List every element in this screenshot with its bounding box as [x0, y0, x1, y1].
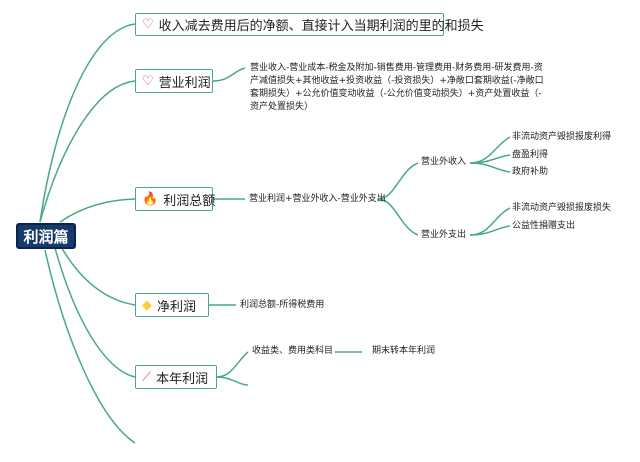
connector: [212, 67, 246, 82]
root-node[interactable]: 利润篇: [16, 223, 76, 249]
branch-definition[interactable]: ♡ 收入减去费用后的净额、直接计入当期利润的里的和损失: [135, 13, 484, 36]
current-year-target: 期末转本年利润: [372, 346, 436, 356]
branch-net-profit[interactable]: ◆ 净利润: [135, 293, 209, 317]
branch-label: 收入减去费用后的净额、直接计入当期利润的里的和损失: [158, 19, 484, 34]
expense-item: 非流动资产毁损报废损失: [512, 203, 612, 213]
heart-icon: ♡: [142, 17, 154, 32]
connector: [54, 247, 136, 378]
income-item: 政府补助: [512, 167, 549, 177]
sub-branch-non-operating-expense: 营业外支出: [421, 230, 467, 240]
connector: [44, 249, 136, 444]
connector: [216, 376, 249, 386]
branch-total-profit[interactable]: 🔥 利润总额: [135, 187, 216, 211]
branch-label: 本年利润: [156, 371, 209, 387]
connector: [469, 225, 511, 236]
root-label: 利润篇: [23, 227, 69, 246]
connector: [59, 244, 136, 306]
total-profit-formula: 营业利润+营业外收入-营业外支出: [249, 194, 386, 204]
fire-icon: 🔥: [142, 191, 159, 207]
sub-branch-non-operating-income: 营业外收入: [421, 157, 467, 167]
current-year-item: 收益类、费用类科目: [252, 346, 334, 356]
connector: [377, 198, 419, 236]
branch-operating-profit[interactable]: ♡ 营业利润: [135, 69, 213, 93]
income-item: 盘盈利得: [512, 150, 549, 160]
gem-icon: ◆: [142, 297, 152, 313]
income-item: 非流动资产毁损报废利得: [512, 132, 612, 142]
connector: [469, 162, 511, 173]
branch-current-year-profit[interactable]: ⟋ 本年利润: [135, 365, 217, 389]
operating-profit-formula: 营业收入-营业成本-税金及附加-销售费用-管理费用-财务费用-研发费用-资产减值…: [250, 63, 544, 112]
branch-label: 营业利润: [158, 75, 211, 91]
branch-label: 利润总额: [163, 193, 216, 209]
connector: [377, 162, 419, 200]
connector: [59, 198, 136, 223]
connector: [216, 351, 249, 378]
heart-icon: ♡: [142, 73, 154, 89]
expense-item: 公益性捐赠支出: [512, 221, 576, 231]
net-profit-formula: 利润总额-所得税费用: [240, 300, 325, 310]
wand-icon: ⟋: [142, 369, 152, 385]
connector: [469, 207, 511, 236]
connector: [39, 23, 136, 223]
connector: [39, 80, 136, 223]
connector: [469, 136, 511, 164]
branch-label: 净利润: [157, 299, 197, 315]
